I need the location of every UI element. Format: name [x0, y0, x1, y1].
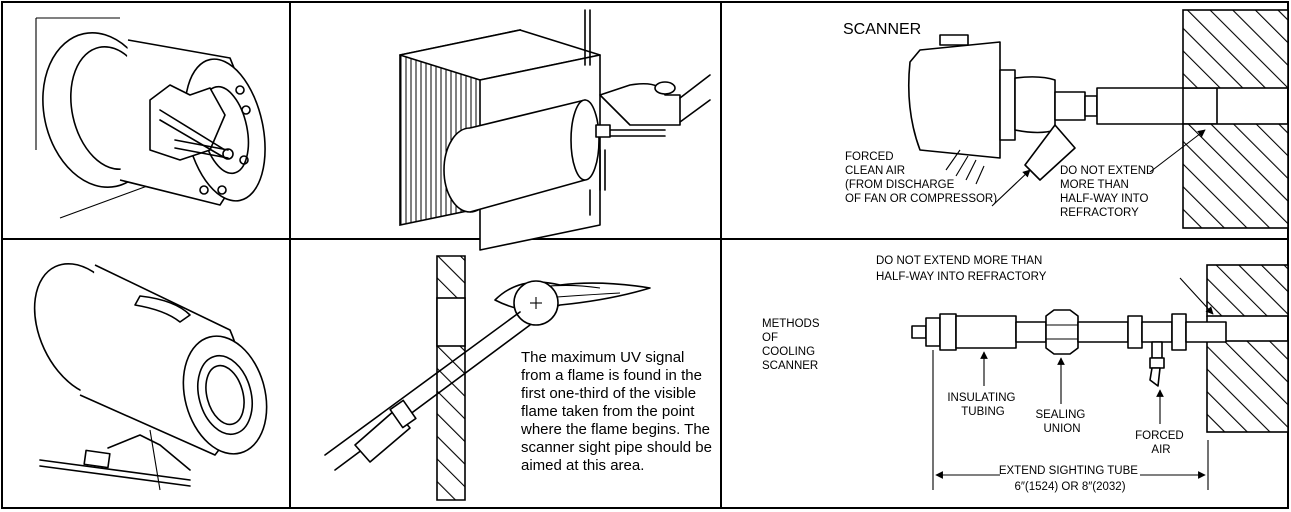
- insulating-tubing-label: INSULATING TUBING: [947, 392, 1018, 418]
- cooling-methods-diagram: DO NOT EXTEND MORE THAN HALF-WAY INTO RE…: [762, 255, 1289, 496]
- uv-signal-paragraph: The maximum UV signal from a flame is fo…: [520, 349, 716, 474]
- forced-clean-air-label: FORCED CLEAN AIR (FROM DISCHARGE OF FAN …: [845, 151, 997, 205]
- flame-sighting-diagram: The maximum UV signal from a flame is fo…: [324, 255, 716, 501]
- sealing-union-label: SEALING UNION: [1035, 409, 1088, 435]
- burner-front-illustration: [35, 17, 266, 219]
- forced-air-label: FORCED AIR: [1135, 430, 1187, 456]
- scanner-label: SCANNER: [843, 21, 921, 38]
- burner-scanner-illustration: [33, 262, 268, 491]
- extend-refractory-note: DO NOT EXTEND MORE THAN HALF-WAY INTO RE…: [876, 255, 1047, 283]
- sighting-tube-label: EXTEND SIGHTING TUBE 6″(1524) OR 8″(2032…: [999, 465, 1141, 493]
- methods-of-cooling-label: METHODS OF COOLING SCANNER: [762, 318, 823, 372]
- burner-assembly-illustration: [399, 9, 711, 251]
- scanner-forced-air-diagram: SCANNER FORCED CLEAN AIR (FROM DISCHARGE…: [843, 9, 1289, 229]
- do-not-extend-label: DO NOT EXTEND MORE THAN HALF-WAY INTO RE…: [1060, 165, 1158, 219]
